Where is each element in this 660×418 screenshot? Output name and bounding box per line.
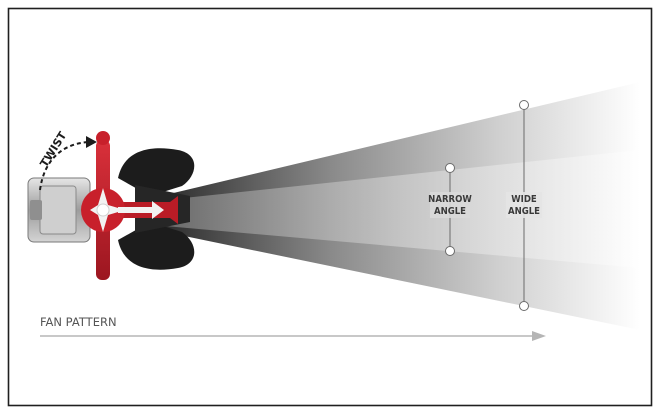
tip-handle-top-knob: [96, 131, 110, 145]
nut-notch: [30, 200, 42, 220]
twist-arrow-icon: [39, 141, 89, 191]
tip-guard-upper: [118, 148, 195, 196]
narrow-angle-label-1: NARROW: [428, 194, 472, 205]
tip-arrow-pointer: [118, 201, 164, 219]
wide-angle-label-1: WIDE: [511, 194, 537, 205]
wide-angle-label-2: ANGLE: [508, 206, 540, 217]
narrow-fan-spray: [165, 150, 640, 268]
nut-face: [39, 185, 77, 235]
wide-angle-bottom-marker: [519, 301, 529, 311]
wide-angle-top-marker: [519, 100, 529, 110]
narrow-angle-label-2: ANGLE: [434, 206, 466, 217]
narrow-angle-bottom-marker: [445, 246, 455, 256]
fan-pattern-label: FAN PATTERN: [40, 315, 117, 329]
tip-guard-lower: [118, 222, 195, 270]
narrow-angle-top-marker: [445, 163, 455, 173]
